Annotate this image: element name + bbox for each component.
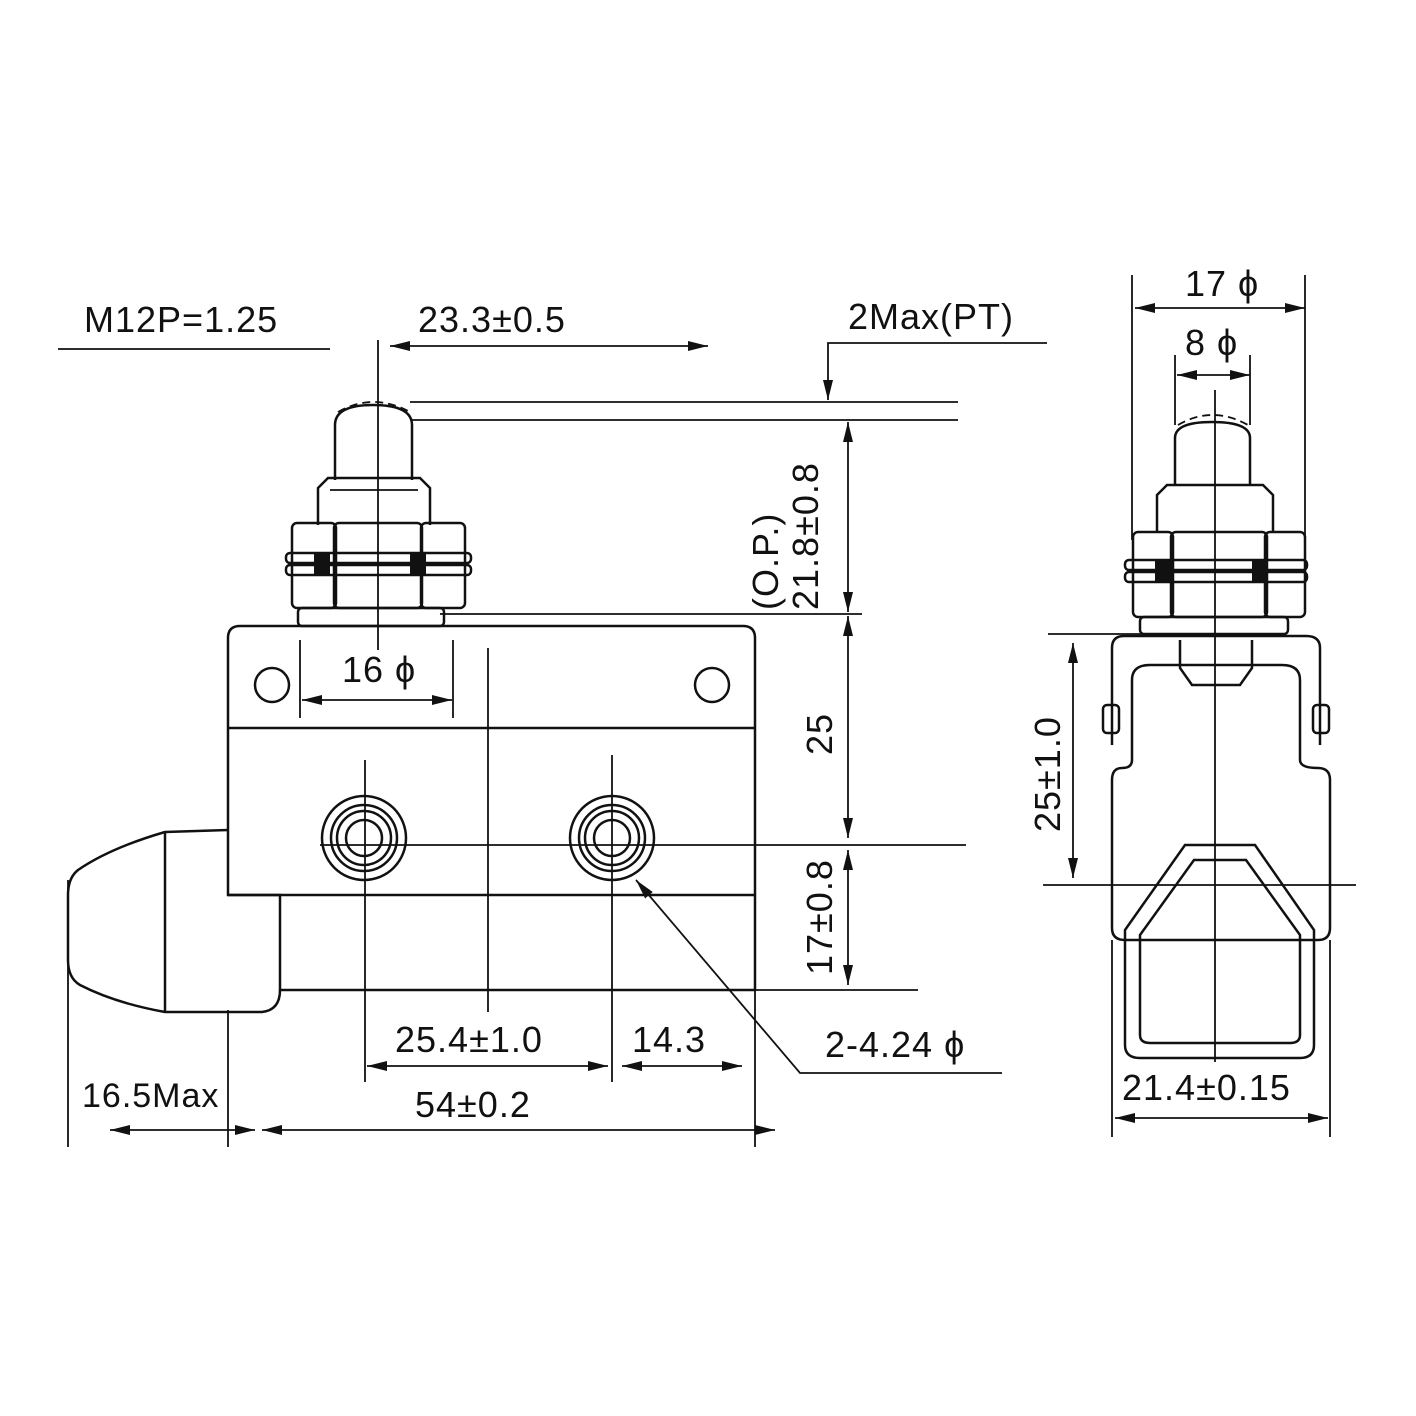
plunger-offset-label: 23.3±0.5 — [418, 299, 566, 340]
op-label: (O.P.) — [745, 513, 786, 610]
washer — [284, 551, 473, 565]
plunger — [333, 403, 414, 480]
side-width-label: 21.4±0.15 — [1122, 1067, 1291, 1108]
side-nut-diameter-label: 17 ϕ — [1185, 263, 1259, 304]
plunger-travel — [337, 401, 411, 413]
thread-label: M12P=1.25 — [84, 299, 278, 340]
mount-hole-small — [693, 666, 731, 704]
hole-spacing-label: 25.4±1.0 — [395, 1019, 543, 1060]
mount-hole-small — [253, 666, 291, 704]
washer — [1123, 570, 1309, 584]
holes-leader — [635, 879, 1002, 1074]
body-height-label: 25 — [799, 713, 840, 755]
side-hex-nut — [1155, 483, 1275, 533]
plunger-guide — [1178, 640, 1254, 687]
op-label-group: (O.P.) 21.8±0.8 — [745, 462, 826, 610]
pretravel-label: 2Max(PT) — [848, 296, 1014, 337]
base-washer — [296, 606, 446, 628]
mounting-hole-left — [320, 794, 408, 882]
plunger-travel — [1177, 414, 1249, 426]
holes-label: 2-4.24 ϕ — [825, 1024, 965, 1065]
washer — [284, 563, 473, 577]
front-view: M12P=1.25 23.3±0.5 2Max(PT) (O.P.) 21.8±… — [58, 296, 1047, 1147]
roller-outer — [1123, 843, 1316, 1060]
plunger-diameter-label: 8 ϕ — [1185, 322, 1238, 363]
bracket-pin — [1101, 703, 1121, 735]
base-washer — [1138, 615, 1290, 636]
hole-height-label: 17±0.8 — [799, 859, 840, 975]
thread-mark — [1252, 560, 1268, 582]
op-value: 21.8±0.8 — [785, 462, 826, 610]
thread-mark — [314, 553, 330, 575]
bracket-inner — [1130, 663, 1302, 720]
roller-inner — [1138, 858, 1302, 1045]
nut-diameter-label: 16 ϕ — [342, 649, 416, 690]
side-nut-right — [1263, 530, 1307, 619]
thread-mark — [410, 553, 426, 575]
side-body — [1110, 720, 1332, 942]
washer — [1123, 558, 1309, 572]
hex-nut-top — [316, 476, 432, 525]
side-plunger — [1173, 420, 1252, 485]
bracket-pin — [1311, 703, 1331, 735]
roller-cap — [66, 828, 282, 1014]
side-height-label: 25±1.0 — [1027, 716, 1068, 832]
pretravel-leader — [823, 342, 1047, 400]
thread-mark — [1155, 560, 1171, 582]
side-view: 17 ϕ 8 ϕ 25±1.0 21.4±0.15 — [1027, 263, 1356, 1137]
roller-max-label: 16.5Max — [82, 1077, 219, 1115]
body-length-label: 54±0.2 — [415, 1084, 531, 1125]
hole-edge-label: 14.3 — [632, 1019, 706, 1060]
switch-body — [226, 624, 757, 992]
bracket-outer — [1110, 634, 1322, 745]
